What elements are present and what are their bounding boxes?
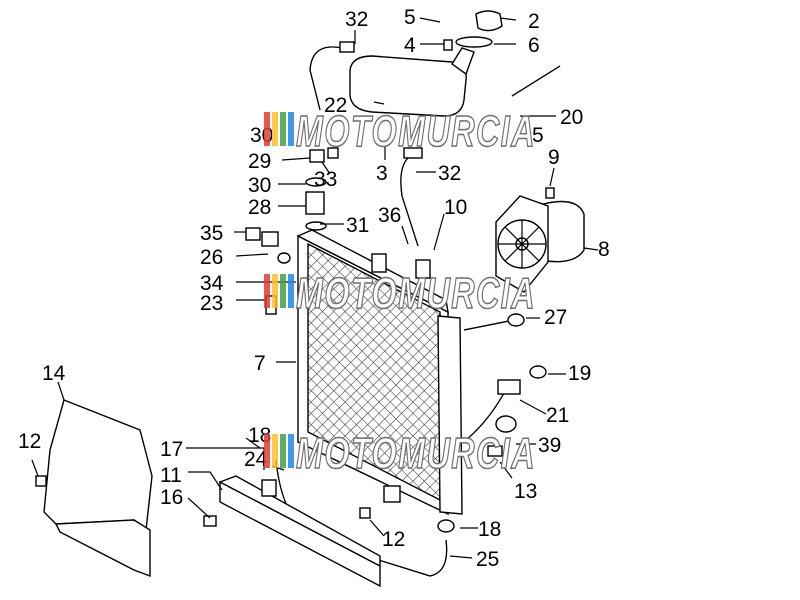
callout-14: 14 <box>42 362 66 385</box>
thermo-switch-26 <box>261 231 279 247</box>
expansion-tank-group <box>309 10 561 247</box>
overflow-hose-left-inner <box>309 46 343 111</box>
callout-36: 36 <box>378 204 401 227</box>
callout-6: 6 <box>528 34 540 57</box>
radiator-mount-tab-top <box>371 253 387 273</box>
callout-5-right: 5 <box>532 124 544 147</box>
clamp-27 <box>507 313 525 327</box>
callout-33: 33 <box>314 168 337 191</box>
callout-39: 39 <box>538 434 561 457</box>
callout-26: 26 <box>200 246 223 269</box>
callout-22: 22 <box>324 94 347 117</box>
watermark-top: MOTOMURCIA <box>264 106 536 157</box>
tank-filler-neck <box>451 47 475 76</box>
watermark-middle: MOTOMURCIA <box>264 268 536 319</box>
o-ring-34 <box>277 252 291 264</box>
bracket-screw <box>443 39 453 51</box>
callout-25: 25 <box>476 548 499 571</box>
hose-clamp-32-top <box>339 41 355 53</box>
clamp-31 <box>305 221 327 231</box>
hose-clamp-32-mid <box>403 147 423 159</box>
callout-29: 29 <box>248 150 271 173</box>
clamp-18 <box>437 519 455 533</box>
callout-20: 20 <box>560 106 583 129</box>
callout-28: 28 <box>248 196 271 219</box>
callout-27: 27 <box>544 306 567 329</box>
bracket-tab-17 <box>261 479 277 497</box>
callout-numbers: 32 5 4 2 6 20 22 30 5 29 33 3 32 9 30 28… <box>18 6 610 571</box>
radiator-mount-tab-right <box>415 259 431 279</box>
filler-cap <box>475 10 503 32</box>
bracket-bar <box>219 480 381 588</box>
callout-34: 34 <box>200 272 224 295</box>
fitting-33 <box>327 147 339 159</box>
callout-23: 23 <box>200 292 223 315</box>
callout-18: 18 <box>478 518 501 541</box>
callout-31: 31 <box>346 214 369 237</box>
sensor-35 <box>245 227 261 241</box>
radiator-mount-tab-low <box>383 485 401 503</box>
screw-9 <box>545 187 555 199</box>
radiator-right-tank <box>437 315 463 515</box>
callout-19: 19 <box>568 362 591 385</box>
callout-12-low: 12 <box>382 528 405 551</box>
hose-28 <box>305 191 325 215</box>
fitting-stack <box>305 147 339 231</box>
left-fittings <box>245 227 291 315</box>
callout-12-left: 12 <box>18 430 41 453</box>
watermark-bottom: MOTOMURCIA <box>264 428 536 479</box>
callout-9: 9 <box>548 146 560 169</box>
hose-21 <box>497 379 521 395</box>
watermark-text: MOTOMURCIA <box>296 107 536 156</box>
screw-12-low <box>359 507 371 519</box>
callout-13: 13 <box>514 480 537 503</box>
callout-11: 11 <box>160 464 182 487</box>
callout-4: 4 <box>404 34 416 57</box>
callout-24: 24 <box>244 448 268 471</box>
callout-3: 3 <box>376 162 388 185</box>
callout-2: 2 <box>528 10 540 33</box>
callout-7: 7 <box>254 352 266 375</box>
cooling-fan <box>495 187 585 293</box>
radiator <box>296 229 463 516</box>
clamp-39 <box>495 415 517 433</box>
callout-32-mid: 32 <box>438 162 461 185</box>
clamp-19 <box>529 365 547 379</box>
mounting-bracket <box>203 475 381 588</box>
watermark-text: MOTOMURCIA <box>296 429 536 478</box>
shroud-panel <box>43 399 153 532</box>
expansion-tank <box>349 55 467 117</box>
watermark-text: MOTOMURCIA <box>296 269 536 318</box>
clamp-30 <box>305 177 327 187</box>
callout-30-mid: 30 <box>248 174 271 197</box>
callout-10: 10 <box>444 196 467 219</box>
callout-8: 8 <box>598 238 610 261</box>
callout-35: 35 <box>200 222 223 245</box>
screw-12-left <box>35 475 47 487</box>
screw-16 <box>203 515 217 527</box>
callout-16: 16 <box>160 486 183 509</box>
watermark-color-bar <box>264 112 270 146</box>
filler-gasket <box>455 36 493 48</box>
callout-5: 5 <box>404 6 416 29</box>
callout-21: 21 <box>546 404 569 427</box>
fitting-29 <box>309 149 325 163</box>
right-hoses <box>463 313 547 457</box>
callout-32-top: 32 <box>345 8 368 31</box>
callout-17: 17 <box>160 438 183 461</box>
radiator-shroud <box>35 399 153 578</box>
fitting-13 <box>487 445 503 457</box>
